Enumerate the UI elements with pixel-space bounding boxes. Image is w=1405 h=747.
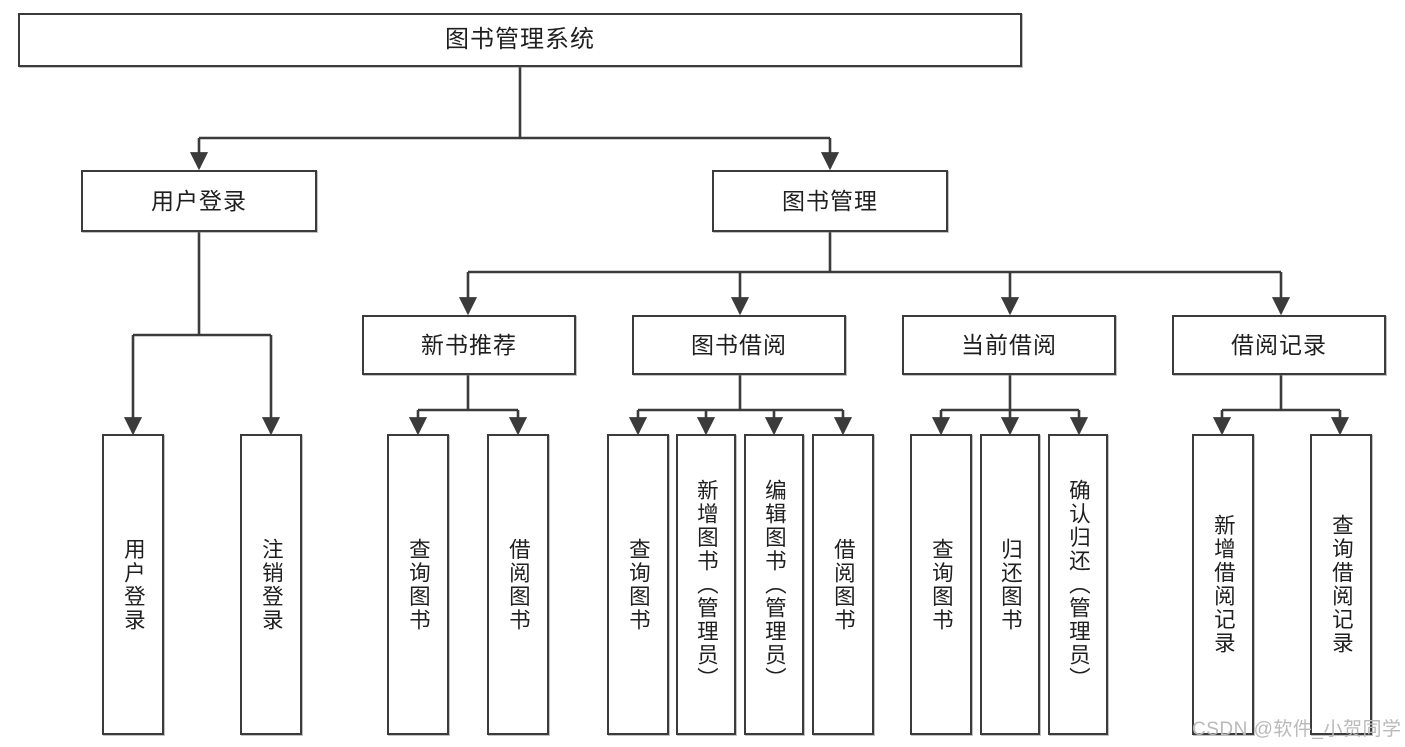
- node-leaf-user-login[interactable]: 用户登录: [102, 434, 164, 735]
- node-leaf-borrow-book-recommend[interactable]: 借阅图书: [487, 434, 549, 735]
- node-label: 编辑图书（管理员）: [762, 478, 787, 691]
- node-label: 图书借阅: [691, 331, 787, 358]
- node-label: 借阅图书: [831, 537, 856, 632]
- node-label: 注销登录: [259, 537, 284, 632]
- node-label: 确认归还（管理员）: [1066, 478, 1091, 691]
- node-label: 新增图书（管理员）: [694, 478, 719, 691]
- node-label: 当前借阅: [961, 331, 1057, 358]
- node-user-login[interactable]: 用户登录: [81, 170, 317, 232]
- node-leaf-add-borrow-record[interactable]: 新增借阅记录: [1192, 434, 1254, 735]
- node-label: 新书推荐: [421, 331, 517, 358]
- node-label: 查询借阅记录: [1329, 514, 1354, 655]
- node-label: 用户登录: [151, 187, 247, 214]
- node-label: 用户登录: [121, 537, 146, 632]
- node-leaf-query-book-borrow[interactable]: 查询图书: [607, 434, 669, 735]
- node-leaf-user-logout[interactable]: 注销登录: [240, 434, 302, 735]
- node-borrow-record[interactable]: 借阅记录: [1172, 315, 1386, 375]
- node-leaf-edit-book[interactable]: 编辑图书（管理员）: [744, 434, 804, 735]
- node-label: 借阅记录: [1231, 331, 1327, 358]
- node-label: 借阅图书: [506, 537, 531, 632]
- node-leaf-borrow-book[interactable]: 借阅图书: [812, 434, 874, 735]
- node-leaf-add-book[interactable]: 新增图书（管理员）: [676, 434, 736, 735]
- node-book-borrow[interactable]: 图书借阅: [632, 315, 846, 375]
- node-label: 图书管理: [782, 187, 878, 214]
- node-label: 图书管理系统: [445, 26, 595, 53]
- node-root-book-management-system[interactable]: 图书管理系统: [18, 13, 1022, 67]
- node-leaf-query-book-current[interactable]: 查询图书: [910, 434, 972, 735]
- node-leaf-confirm-return[interactable]: 确认归还（管理员）: [1048, 434, 1108, 735]
- node-current-borrow[interactable]: 当前借阅: [902, 315, 1116, 375]
- node-label: 查询图书: [626, 537, 651, 632]
- node-leaf-query-borrow-record[interactable]: 查询借阅记录: [1310, 434, 1372, 735]
- node-label: 查询图书: [406, 537, 431, 632]
- node-label: 新增借阅记录: [1211, 514, 1236, 655]
- node-leaf-return-book[interactable]: 归还图书: [980, 434, 1040, 735]
- node-label: 归还图书: [998, 537, 1023, 632]
- node-leaf-query-book-recommend[interactable]: 查询图书: [387, 434, 449, 735]
- node-label: 查询图书: [929, 537, 954, 632]
- node-book-manage[interactable]: 图书管理: [712, 170, 948, 232]
- node-new-book-recommend[interactable]: 新书推荐: [362, 315, 576, 375]
